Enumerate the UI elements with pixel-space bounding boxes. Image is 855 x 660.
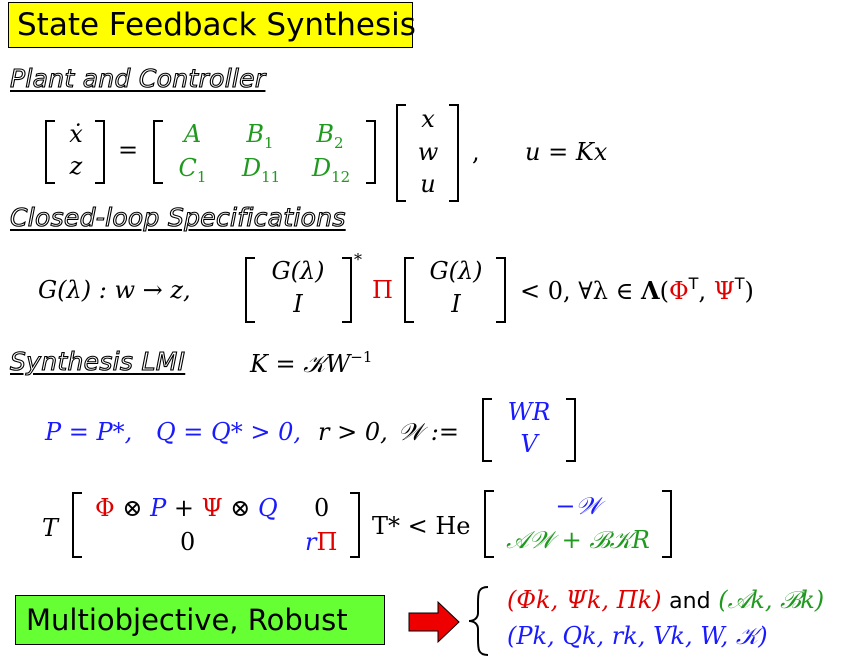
big-lmi-bottom-left: 0 <box>180 528 196 556</box>
bracket-right <box>350 492 360 558</box>
spec-pi: Π <box>372 276 393 304</box>
plant-equals: = <box>118 136 139 164</box>
spec-col2-bottom: I <box>451 290 461 318</box>
spec-col2-top: G(λ) <box>429 257 483 285</box>
matrix-B2: B2 <box>316 120 344 152</box>
matrix-D12: D12 <box>311 154 351 186</box>
bracket-left <box>72 492 82 558</box>
section-closed-loop-heading: Closed-loop Specifications <box>9 202 346 232</box>
spec-map: G(λ) : w → z, <box>38 276 191 304</box>
matrix-A: A <box>183 120 202 148</box>
he-top: −𝒲 <box>555 492 601 520</box>
controller-law: u = Kx <box>525 138 608 166</box>
bracket-left <box>482 398 492 462</box>
big-lmi-top-left: Φ ⊗ P + Ψ ⊗ Q <box>95 494 278 522</box>
spec-col-top: G(λ) <box>271 257 325 285</box>
bracket-left <box>45 120 55 184</box>
spec-col-bottom: I <box>293 290 303 318</box>
w-definition: 𝒲 := <box>398 418 459 446</box>
plant-comma: , <box>472 138 480 166</box>
bracket-left <box>245 257 255 323</box>
cond-r: r > 0, <box>318 418 388 446</box>
bracket-right <box>366 120 376 184</box>
bracket-right <box>342 257 352 323</box>
section-plant-heading: Plant and Controller <box>9 63 266 93</box>
bracket-left <box>404 257 414 323</box>
page-title: State Feedback Synthesis <box>8 2 416 48</box>
vector-u: u <box>420 170 436 198</box>
w-top: WR <box>507 398 551 426</box>
bracket-right <box>496 257 506 323</box>
section-lmi-heading: Synthesis LMI <box>9 346 186 376</box>
spec-condition: < 0, ∀λ ∈ Λ(ΦT, ΨT) <box>520 274 754 305</box>
big-lmi-t: T <box>42 514 59 542</box>
bracket-right <box>449 104 459 202</box>
plant-lhs-z: z <box>69 152 83 180</box>
right-arrow-icon <box>408 600 460 644</box>
big-lmi-tstar-he: T* < He <box>372 512 471 540</box>
multiobjective-badge: Multiobjective, Robust <box>15 595 385 645</box>
spec-star: * <box>354 250 362 269</box>
bracket-right <box>662 490 672 558</box>
bracket-left <box>153 120 163 184</box>
cond-p: P = P*, <box>45 418 133 446</box>
matrix-D11: D11 <box>241 154 281 186</box>
w-bottom: V <box>520 430 538 458</box>
curly-brace-icon <box>468 586 489 656</box>
he-bottom: 𝒜𝒲 + ℬ𝒦R <box>506 526 650 554</box>
vector-x: x <box>421 105 435 133</box>
param-line-2: (Pk, Qk, rk, Vk, W, 𝒦) <box>507 622 768 650</box>
big-lmi-bottom-right: rΠ <box>305 528 338 556</box>
param-line-1: (Φk, Ψk, Πk) and (𝒜k, ℬk) <box>507 586 825 614</box>
plant-lhs-xdot: ẋ <box>69 120 83 148</box>
vector-w: w <box>417 138 439 166</box>
bracket-right <box>566 398 576 462</box>
matrix-B1: B1 <box>246 120 274 152</box>
bracket-left <box>396 104 406 202</box>
cond-q: Q = Q* > 0, <box>156 418 301 446</box>
bracket-left <box>484 490 494 558</box>
k-definition: K = 𝒦W−1 <box>250 348 373 378</box>
bracket-right <box>95 120 105 184</box>
big-lmi-top-right: 0 <box>314 494 330 522</box>
matrix-C1: C1 <box>178 154 207 186</box>
